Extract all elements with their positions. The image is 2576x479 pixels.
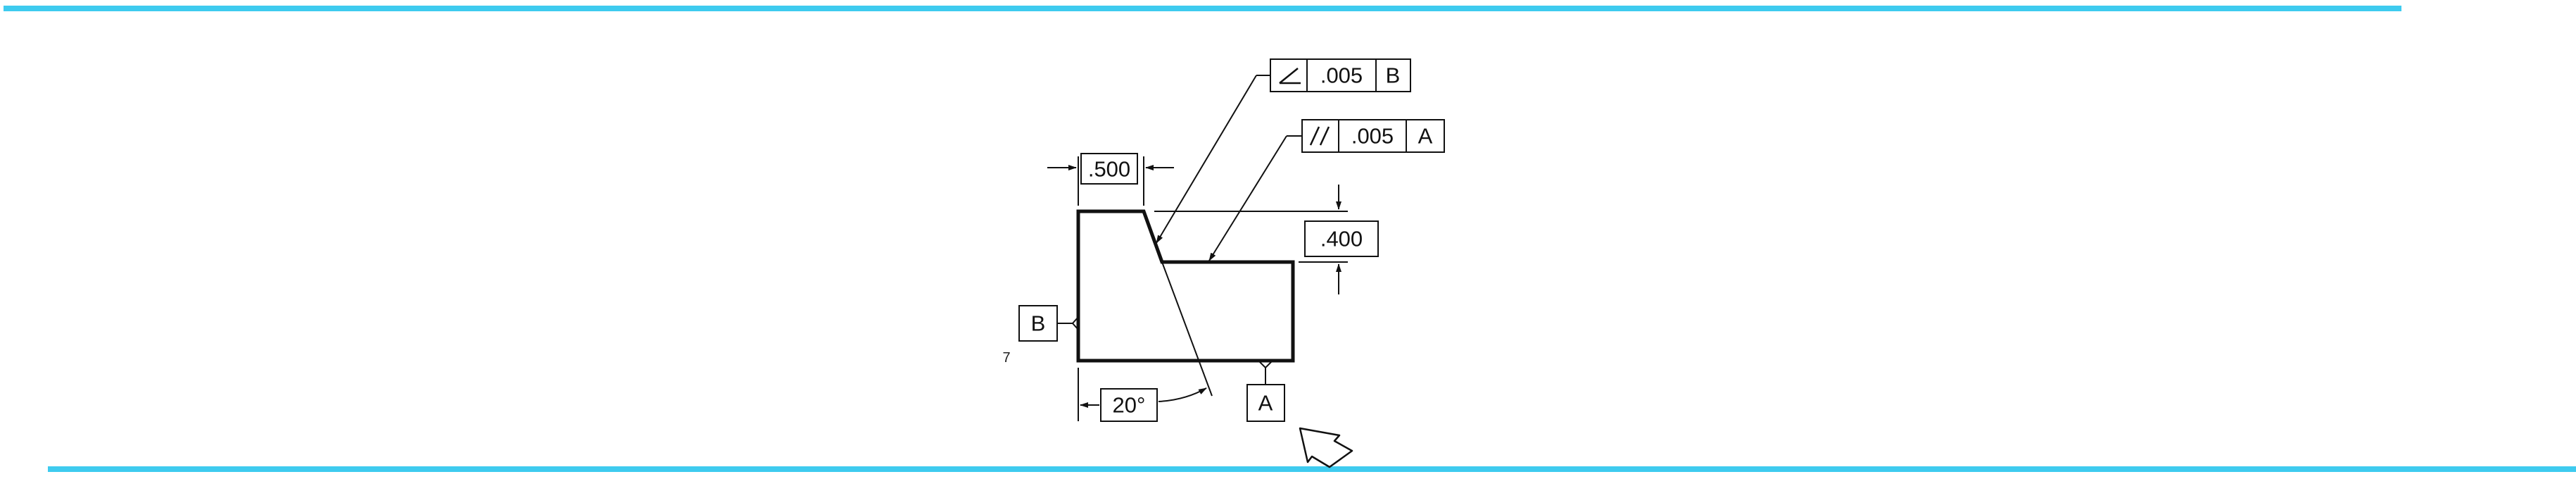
datum-a-label: A (1258, 391, 1273, 416)
dimension-500: .500 (1047, 153, 1174, 185)
datum-a: A (1246, 360, 1285, 422)
angularity-frame: .005 B (1156, 58, 1411, 244)
outline-arrow-icon (1299, 427, 1353, 468)
parallelism-tolerance: .005 (1351, 124, 1394, 149)
angularity-icon (1279, 68, 1301, 85)
parallelism-icon (1309, 126, 1330, 146)
parallelism-frame: .005 A (1208, 119, 1445, 261)
part-outline (1076, 209, 1295, 363)
datum-b-label: B (1031, 311, 1046, 336)
angle-dimension: 20° (1080, 387, 1207, 422)
extension-lines (1078, 156, 1348, 421)
dimension-400-label: .400 (1320, 227, 1363, 251)
parallelism-datum: A (1418, 124, 1433, 149)
angularity-tolerance: .005 (1320, 63, 1363, 88)
dimension-500-label: .500 (1088, 157, 1130, 182)
angularity-datum: B (1386, 63, 1401, 88)
angle-dimension-label: 20° (1113, 393, 1146, 418)
datum-b: B (1018, 305, 1079, 342)
figure-number: 7 (1002, 350, 1010, 366)
dimension-400: .400 (1304, 185, 1379, 294)
